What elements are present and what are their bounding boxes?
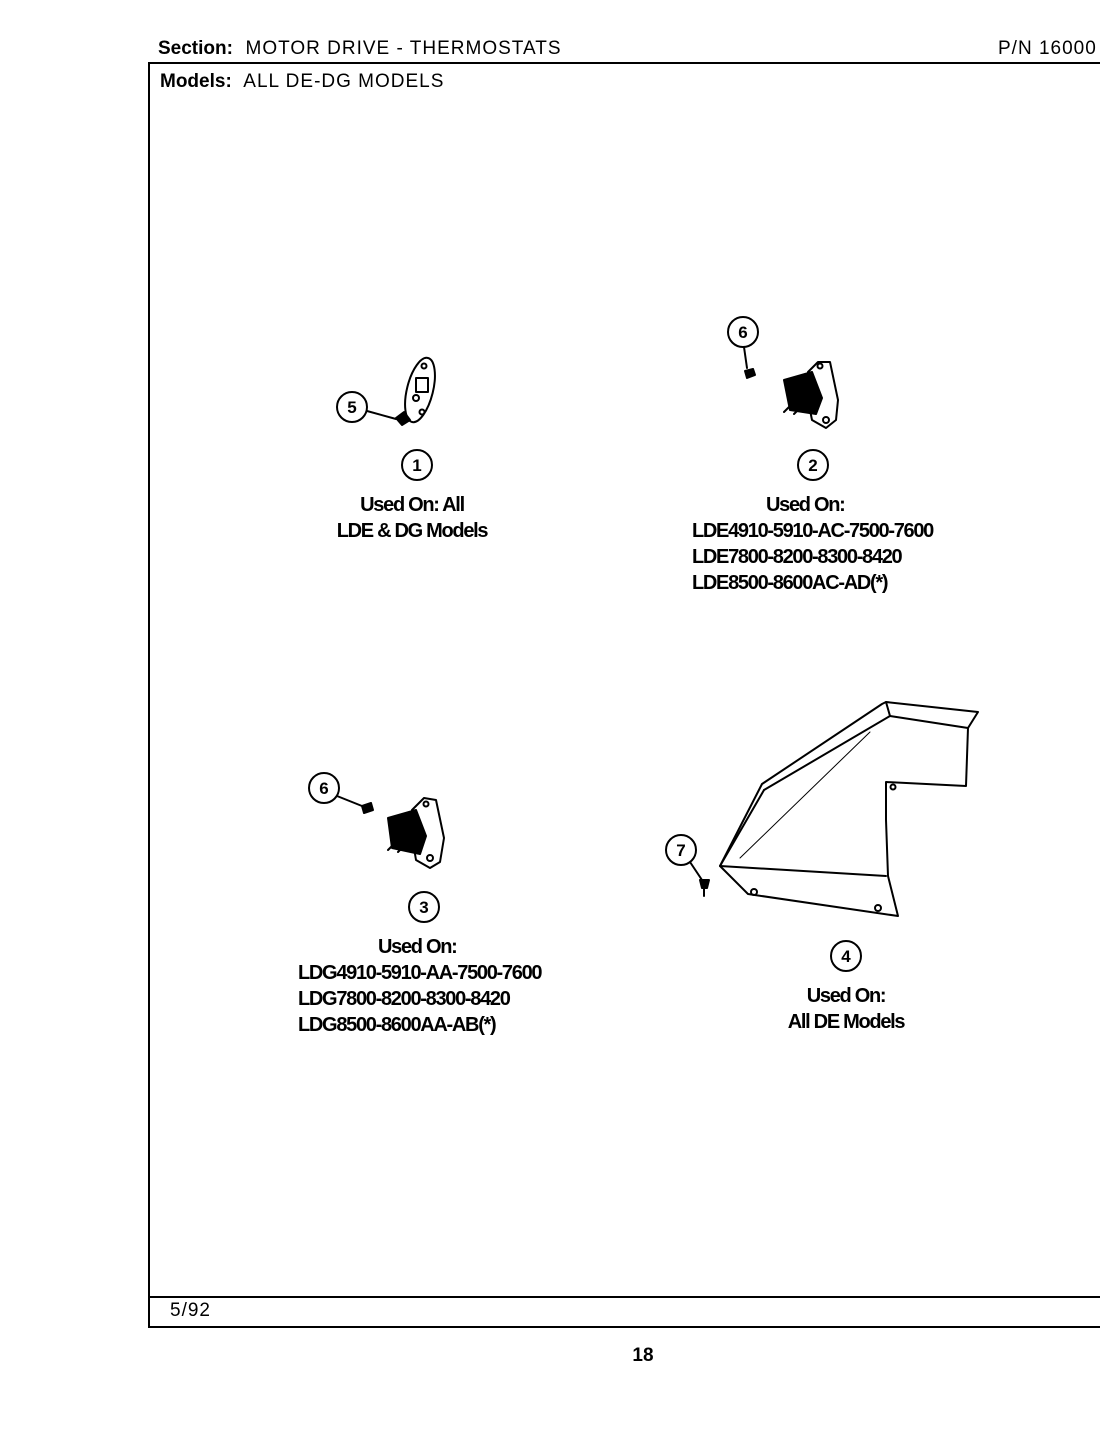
part-1-number: 1 — [401, 449, 433, 481]
part-4-used-on-line: All DE Models — [787, 1011, 906, 1033]
part-3-used-on-line: Used On: — [378, 936, 458, 958]
part-1-number-label: 1 — [412, 456, 421, 475]
part-2-caption: Used On: LDE4910-5910-AC-7500-7600 LDE78… — [692, 492, 992, 596]
models-heading: Models: ALL DE-DG MODELS — [160, 71, 444, 99]
part-4-number: 4 — [830, 940, 862, 972]
part-4-used-on-line: Used On: — [806, 985, 887, 1007]
thermostat-part-1 — [404, 356, 436, 424]
part-3-used-on-line: LDG8500-8600AA-AB(*) — [298, 1014, 497, 1036]
models-value: ALL DE-DG MODELS — [243, 71, 445, 92]
section-value: MOTOR DRIVE - THERMOSTATS — [245, 38, 562, 59]
revision-date: 5/92 — [170, 1300, 211, 1321]
screw-part-6-upper — [744, 368, 756, 379]
part-2-used-on-line: LDE8500-8600AC-AD(*) — [692, 572, 888, 594]
callout-6-upper-label: 6 — [738, 323, 747, 342]
part-4-caption: Used On: All DE Models — [766, 983, 926, 1035]
part-3-caption: Used On: LDG4910-5910-AA-7500-7600 LDG78… — [298, 934, 598, 1038]
models-label: Models: — [160, 71, 232, 92]
part-2-used-on-line: LDE7800-8200-8300-8420 — [692, 546, 903, 568]
part-3-used-on-line: LDG4910-5910-AA-7500-7600 — [298, 962, 543, 984]
thermostat-part-3 — [387, 797, 445, 869]
part-2-used-on-line: Used On: — [766, 494, 846, 516]
section-heading: Section: MOTOR DRIVE - THERMOSTATS — [158, 38, 562, 66]
callout-6-lower-label: 6 — [319, 779, 328, 798]
screw-part-5 — [395, 411, 411, 426]
thermostat-part-2 — [783, 361, 839, 429]
pn-label: P/N — [998, 38, 1033, 59]
footer-rule — [150, 1296, 1100, 1298]
part-3-used-on-line: LDG7800-8200-8300-8420 — [298, 988, 511, 1010]
callout-6-lower: 6 — [308, 772, 363, 807]
pn-value: 16000 — [1038, 38, 1097, 59]
part-2-number: 2 — [797, 449, 829, 481]
part-1-used-on-line: LDE & DG Models — [336, 520, 489, 542]
part-1-caption: Used On: All LDE & DG Models — [322, 492, 502, 544]
bracket-part-4 — [719, 701, 979, 917]
callout-7-label: 7 — [676, 841, 685, 860]
callout-5-label: 5 — [347, 398, 356, 417]
page-number: 18 — [632, 1345, 654, 1366]
part-3-number: 3 — [408, 891, 440, 923]
part-2-used-on-line: LDE4910-5910-AC-7500-7600 — [692, 520, 934, 542]
callout-5: 5 — [336, 391, 397, 423]
part-2-number-label: 2 — [808, 456, 817, 475]
part-1-used-on-line: Used On: All — [360, 494, 465, 516]
part-4-number-label: 4 — [841, 947, 851, 966]
screw-part-7 — [699, 879, 710, 897]
part-3-number-label: 3 — [419, 898, 428, 917]
callout-7: 7 — [665, 834, 703, 881]
screw-part-6-lower — [361, 802, 374, 814]
diagram-frame — [148, 62, 1100, 1328]
callout-6-upper: 6 — [727, 316, 759, 369]
part-number-heading: P/N 16000 — [998, 38, 1097, 66]
section-label: Section: — [158, 38, 233, 59]
